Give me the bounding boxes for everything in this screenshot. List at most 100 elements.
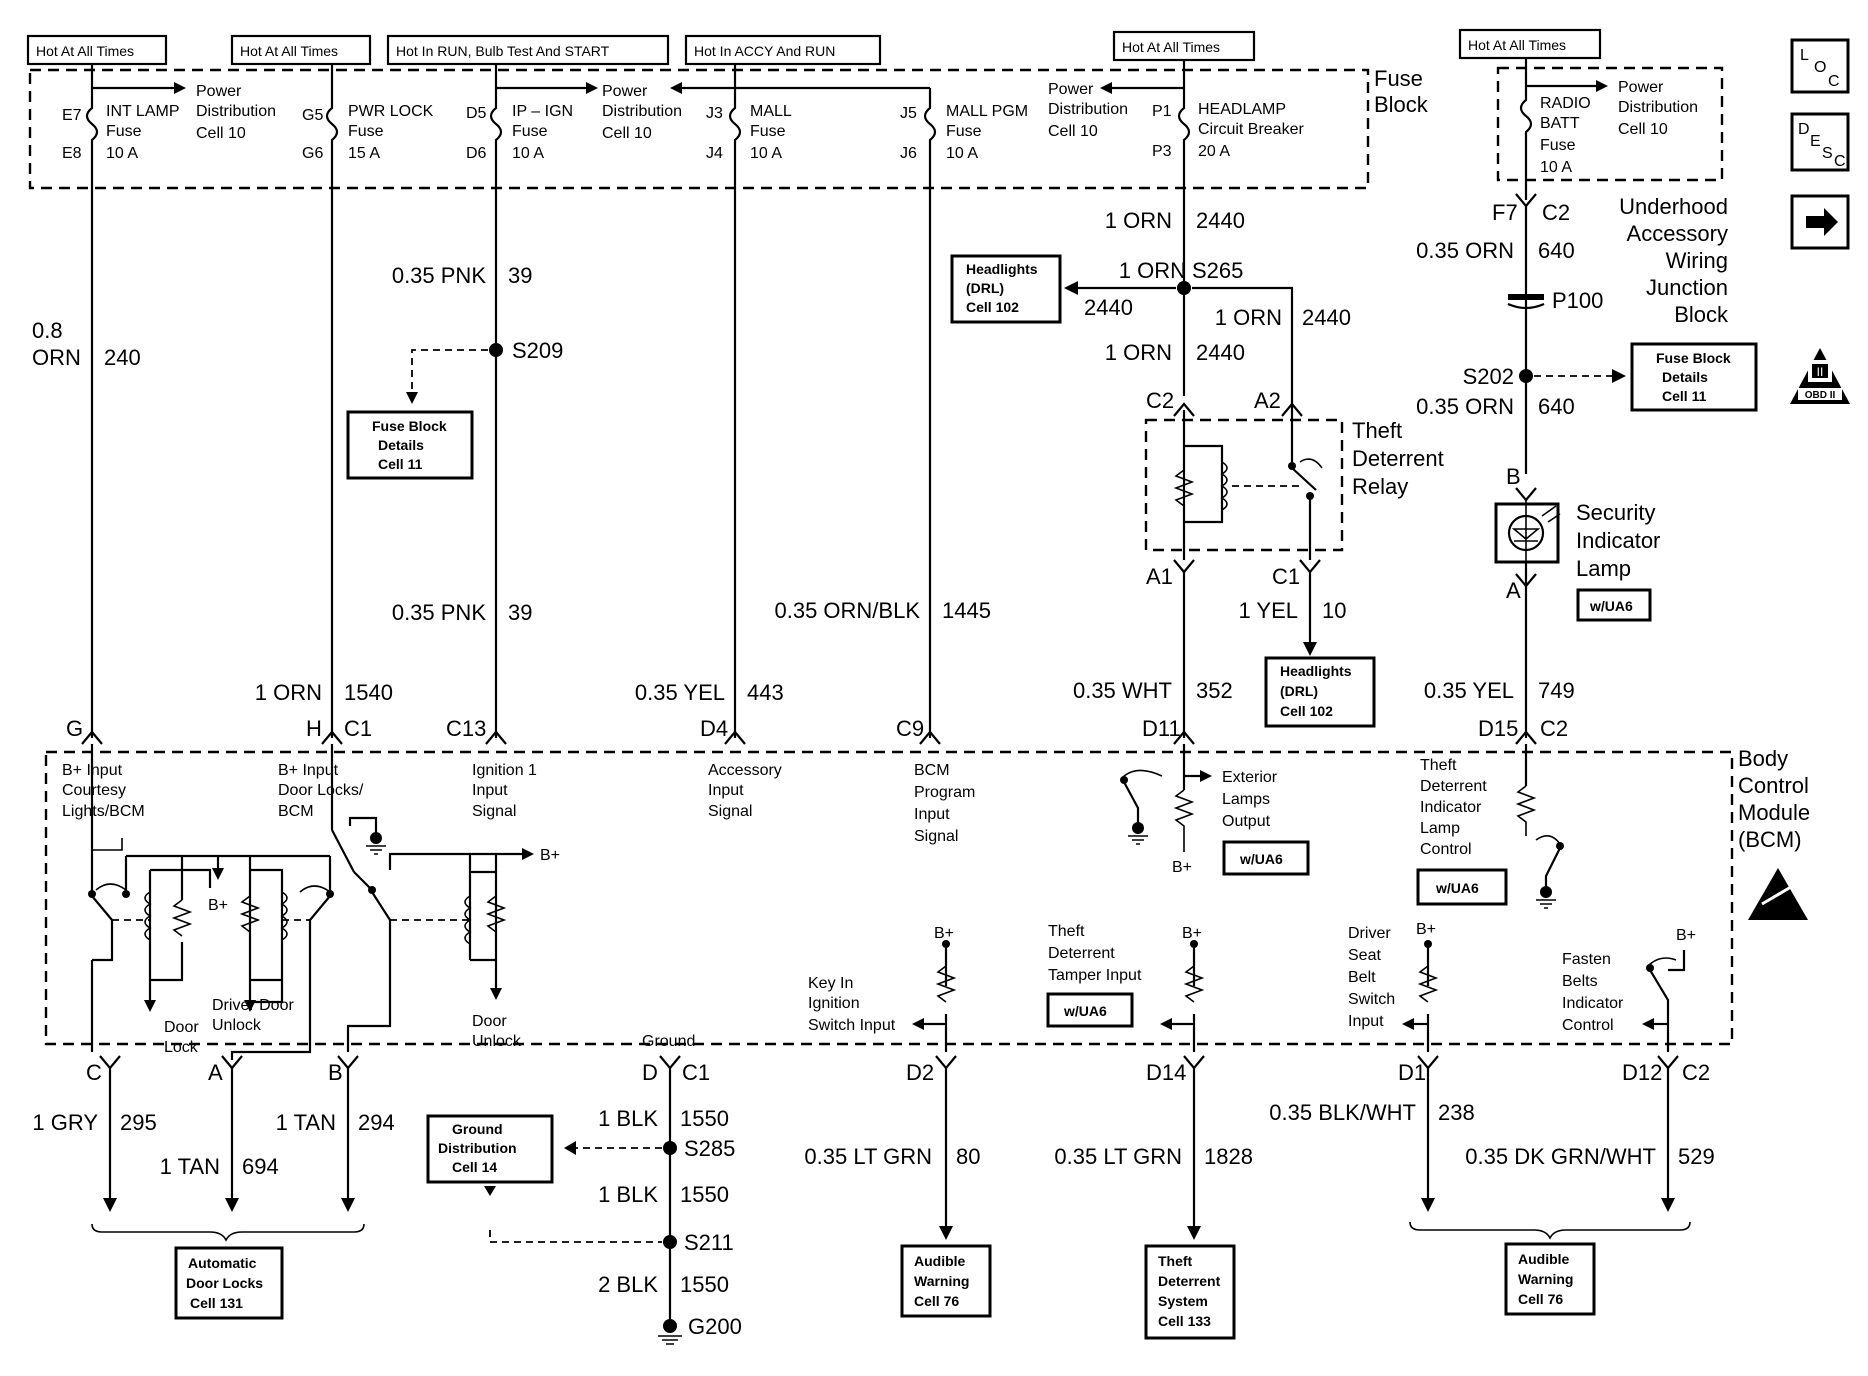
svg-text:Ignition 1: Ignition 1 [472,762,537,779]
svg-text:w/UA6: w/UA6 [1239,851,1283,867]
svg-text:20 A: 20 A [1198,143,1230,160]
svg-text:Belts: Belts [1562,973,1598,990]
splice-s209-label: S209 [512,338,563,363]
lamp-pin-a: A [1506,578,1521,603]
bcm-top-pins: G H C1 C13 D4 C9 D11 D15 C2 [66,716,1568,745]
wire-10-spec: 1 YEL [1238,598,1298,623]
wire-39b-circuit: 39 [508,600,532,625]
power-dist-2: Power Distribution Cell 10 [602,83,682,142]
desc-icon[interactable]: D E S C [1790,112,1850,172]
svg-text:Lamp: Lamp [1420,820,1460,837]
splice-s211-label: S211 [684,1230,734,1255]
svg-text:Hot At All Times: Hot At All Times [36,43,134,59]
svg-text:G6: G6 [302,145,323,162]
junction-block-title: Underhood Accessory Wiring Junction Bloc… [1619,194,1729,327]
splice-s265 [1177,281,1191,295]
svg-text:BATT: BATT [1540,115,1580,132]
wire-1445-circuit: 1445 [942,598,991,623]
svg-text:BCM: BCM [278,803,314,820]
svg-text:Automatic: Automatic [188,1255,257,1271]
wire-2440c-spec: 1 ORN [1215,305,1282,330]
wire-240-color: ORN [32,345,81,370]
ref-auto-door-locks: Automatic Door Locks Cell 131 [174,1246,284,1320]
wire-2440a-spec: 1 ORN [1105,208,1172,233]
svg-text:System: System [1158,1293,1208,1309]
svg-text:Control: Control [1562,1017,1614,1034]
svg-text:C2: C2 [1682,1060,1710,1085]
ref-audible-warning-2: Audible Warning Cell 76 [1504,1242,1596,1316]
svg-text:Unlock: Unlock [472,1033,522,1050]
svg-text:D: D [1798,121,1810,138]
svg-text:Hot At All Times: Hot At All Times [1468,37,1566,53]
next-arrow-icon[interactable] [1790,194,1850,250]
svg-text:Indicator: Indicator [1562,995,1624,1012]
splice-s285 [663,1141,677,1155]
bplus-fasten: B+ [1676,927,1696,944]
svg-text:Power: Power [196,83,242,100]
svg-text:Accessory: Accessory [1627,221,1728,246]
bcm-input-door-locks: B+ Input Door Locks/ BCM [278,762,364,820]
svg-text:Power: Power [1618,79,1664,96]
svg-text:Switch: Switch [1348,991,1395,1008]
svg-text:C9: C9 [896,716,924,741]
ground-g200-label: G200 [688,1314,742,1339]
svg-text:G5: G5 [302,107,323,124]
svg-text:Control: Control [1738,773,1809,798]
svg-text:Lamps: Lamps [1222,791,1270,808]
svg-text:Exterior: Exterior [1222,769,1278,786]
wire-295-circuit: 295 [120,1110,157,1135]
wire-2440b-spec: 1 ORN [1119,258,1186,283]
bcm-input-key-in: Key In Ignition Switch Input [808,975,896,1034]
fuse-int-lamp: E7 E8 INT LAMP Fuse 10 A [62,103,180,162]
wire-529-circuit: 529 [1678,1144,1715,1169]
brace-door-locks [91,1223,365,1242]
svg-text:Body: Body [1738,746,1788,771]
relay-a2: A2 [1254,388,1281,413]
svg-text:Input: Input [1348,1013,1384,1030]
wire-640b-spec: 0.35 ORN [1416,394,1514,419]
svg-text:w/UA6: w/UA6 [1435,880,1479,896]
option-ua6-lamp: w/UA6 [1576,588,1652,622]
wire-238-circuit: 238 [1438,1100,1475,1125]
svg-text:OBD II: OBD II [1805,390,1836,401]
svg-text:Theft: Theft [1048,923,1085,940]
ref-theft-system: Theft Deterrent System Cell 133 [1144,1244,1236,1340]
svg-text:Block: Block [1674,302,1729,327]
ref-fuse-details-left: Fuse Block Details Cell 11 [346,410,474,480]
svg-text:(DRL): (DRL) [966,280,1004,296]
svg-text:Fasten: Fasten [1562,951,1611,968]
svg-text:Input: Input [914,806,950,823]
junction-block-outline [1496,66,1724,182]
wire-39a-circuit: 39 [508,263,532,288]
loc-icon[interactable]: L O C [1790,38,1850,94]
wire-2440a-circuit: 2440 [1196,208,1245,233]
brace-audible [1409,1221,1691,1240]
svg-text:B: B [328,1060,343,1085]
svg-text:Module: Module [1738,800,1810,825]
svg-text:Deterrent: Deterrent [1158,1273,1221,1289]
wire-240-size: 0.8 [32,318,63,343]
splice-s202-label: S202 [1463,364,1514,389]
theft-relay-outline [1144,418,1344,552]
wire-640b-circuit: 640 [1538,394,1575,419]
wire-1550b-spec: 1 BLK [598,1182,658,1207]
wire-529-spec: 0.35 DK GRN/WHT [1465,1144,1656,1169]
svg-text:C2: C2 [1540,716,1568,741]
svg-text:Accessory: Accessory [708,762,782,779]
wire-749-spec: 0.35 YEL [1424,678,1514,703]
power-dist-3: Power Distribution Cell 10 [1048,81,1128,140]
ref-ground-dist: Ground Distribution Cell 14 [426,1114,554,1184]
door-lock-label: Door Lock [164,1019,199,1056]
hot-label-mall: Hot In ACCY And RUN [684,34,882,66]
svg-text:D15: D15 [1478,716,1518,741]
svg-text:BCM: BCM [914,762,950,779]
svg-text:L: L [1800,47,1809,64]
bcm-input-accessory: Accessory Input Signal [708,762,782,820]
svg-text:RADIO: RADIO [1540,95,1591,112]
fuse-block-title: Fuse [1374,66,1423,91]
driver-door-unlock-label: Driver Door Unlock [212,997,294,1034]
wire-640a-spec: 0.35 ORN [1416,238,1514,263]
relay-c2: C2 [1146,388,1174,413]
svg-text:Power: Power [602,83,648,100]
